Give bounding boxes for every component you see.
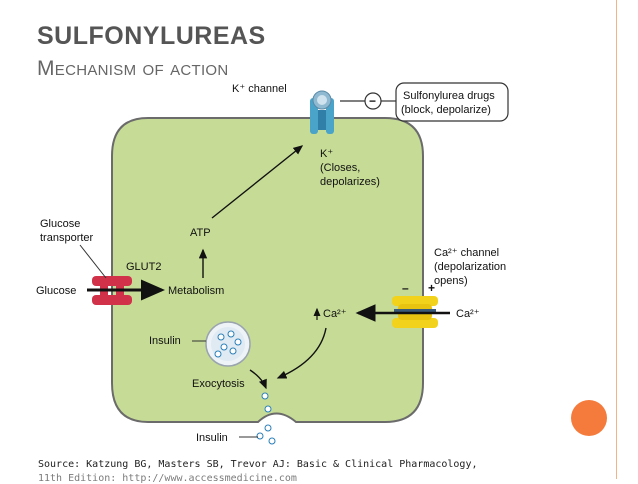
ca-outside-label: Ca²⁺: [456, 308, 480, 320]
membrane-plus-label: +: [428, 281, 435, 295]
ca-channel-label: Ca²⁺ channel: [434, 247, 499, 259]
k-channel-label: K⁺ channel: [232, 83, 287, 95]
membrane-minus-label: –: [402, 281, 409, 295]
glucose-transporter-label: Glucose: [40, 218, 80, 230]
sulfonylurea-label: Sulfonylurea drugs: [403, 90, 495, 102]
glucose-label: Glucose: [36, 285, 76, 297]
ca-inside-label: Ca²⁺: [323, 308, 347, 320]
glucose-transporter-label-2: transporter: [40, 232, 94, 244]
sulfonylurea-action-label: (block, depolarize): [401, 104, 491, 116]
insulin-released-label: Insulin: [196, 432, 228, 444]
k-ion-label: K⁺: [320, 148, 333, 160]
slide-title: SULFONYLUREAS: [37, 22, 266, 50]
insulin-granule-label: Insulin: [149, 335, 181, 347]
atp-label: ATP: [190, 227, 211, 239]
accent-circle-icon: [571, 400, 607, 436]
source-citation: Source: Katzung BG, Masters SB, Trevor A…: [38, 459, 478, 470]
k-depolarizes-label: depolarizes): [320, 176, 380, 188]
ca-channel-label-2: (depolarization: [434, 261, 506, 273]
exocytosis-label: Exocytosis: [192, 378, 245, 390]
metabolism-label: Metabolism: [168, 285, 224, 297]
ca-channel-label-3: opens): [434, 275, 468, 287]
inhibit-minus-label: −: [369, 94, 376, 108]
slide-border-line: [616, 0, 617, 479]
calcium-to-exocytosis-arrow: [276, 327, 327, 379]
glut2-label: GLUT2: [126, 261, 161, 273]
k-channel-icon: [310, 90, 334, 134]
slide-subtitle: Mechanism of action: [37, 57, 229, 80]
sulfonylurea-box: [395, 82, 509, 122]
atp-to-k-channel-arrow: [211, 145, 304, 219]
beta-cell-body: [111, 117, 424, 423]
k-closes-label: (Closes,: [320, 162, 360, 174]
exocytosis-arrow: [249, 369, 267, 390]
released-insulin-icon: [256, 392, 276, 445]
insulin-granule-icon: [205, 321, 251, 367]
